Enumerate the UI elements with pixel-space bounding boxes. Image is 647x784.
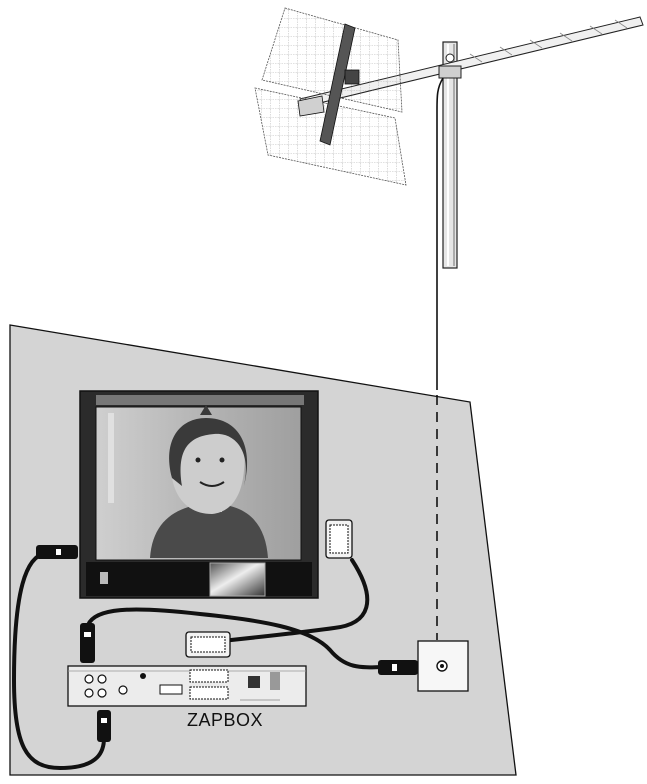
coax-plug-icon: [80, 623, 95, 663]
antenna-wall-socket-icon: [418, 641, 468, 691]
coax-plug-icon: [36, 545, 78, 559]
set-top-box-icon: [68, 666, 306, 706]
coax-plug-icon: [378, 660, 418, 675]
scart-plug-icon: [186, 632, 230, 657]
antenna-downlead-cable: [437, 78, 443, 390]
television-set-icon: [80, 391, 318, 598]
device-label: ZAPBOX: [150, 710, 300, 731]
scart-plug-icon: [326, 520, 352, 558]
coax-plug-icon: [97, 710, 111, 742]
